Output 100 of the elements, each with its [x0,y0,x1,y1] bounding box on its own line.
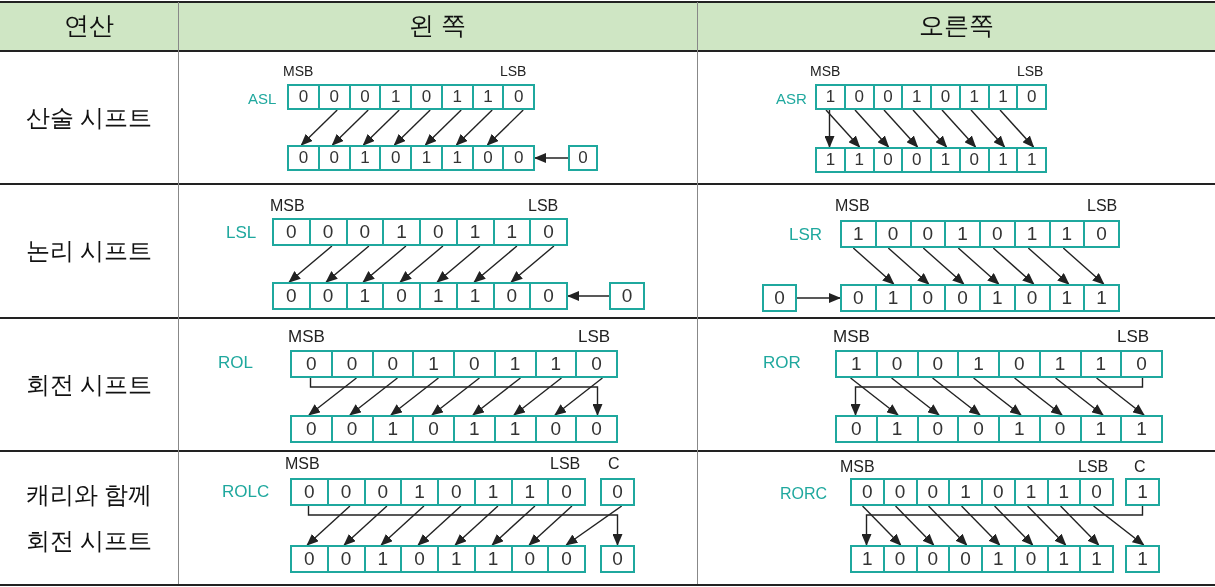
bit-digit: 1 [950,480,983,504]
arrow [894,505,935,546]
bit-digit: 0 [959,417,1000,441]
bit-digit: 0 [292,417,333,441]
bit-register [287,84,535,110]
arrow [890,377,940,416]
bit-digit: 1 [414,352,455,376]
bit-digit: 1 [817,86,846,108]
arrow [343,505,388,546]
arrow [513,377,563,416]
bit-digit: 1 [1090,547,1103,571]
msb-label: MSB [840,459,875,475]
arrow [887,247,930,285]
bit-register [290,415,618,443]
arrow [393,109,431,146]
operation-label: RORC [780,486,828,502]
msb-label: MSB [288,328,325,345]
bit-digit: 0 [1040,417,1082,441]
arrow [288,245,333,283]
bit-digit: 0 [455,352,496,376]
bit-digit: 0 [310,220,348,244]
bit-digit: 1 [495,417,537,441]
bit-register [850,545,1114,573]
bit-digit: 0 [1000,352,1041,376]
arrow [528,505,573,546]
bit-digit: 1 [475,547,513,571]
bit-digit: 1 [1050,286,1086,310]
arrow [922,247,965,285]
arrow [380,505,425,546]
arrow [486,109,524,146]
bit-box: 1 [1125,545,1160,573]
bit-digit: 1 [876,286,912,310]
bit-digit: 1 [402,480,439,504]
arrow [1026,505,1067,546]
bit-digit: 0 [874,149,904,171]
bit-digit: 1 [1050,222,1086,246]
bit-digit: 1 [989,86,1019,108]
bit-digit: 1 [1025,149,1038,171]
arrow [999,109,1035,148]
operation-label: ROR [763,354,801,371]
bit-box: 0 [568,145,598,171]
bit-digit: 1 [455,417,496,441]
bit-digit: 0 [289,86,320,108]
bit-box: 0 [609,282,645,310]
arrow [567,291,610,301]
arrow [510,245,555,283]
arrow [927,505,968,546]
bit-digit: 1 [439,547,476,571]
arrow [960,505,1001,546]
bit-digit: 1 [1135,417,1148,441]
msb-label: MSB [835,198,870,214]
operation-label: ASR [776,91,807,106]
bit-digit: 1 [536,352,578,376]
bit-digit: 0 [884,480,918,504]
column-header: 오른쪽 [917,10,995,42]
bit-digit: 0 [292,352,333,376]
bit-digit: 0 [877,352,919,376]
arrow [565,505,623,546]
bit-digit: 1 [384,220,421,244]
bit-digit: 1 [842,222,877,246]
operation-label: LSL [226,224,257,241]
bit-digit: 0 [590,352,603,376]
bit-digit: 1 [1048,480,1082,504]
bit-digit: 0 [911,286,947,310]
arrow [957,247,1000,285]
bit-digit: 1 [373,417,415,441]
bit-digit: 0 [932,86,961,108]
bit-box: 1 [1125,478,1160,506]
bit-register [840,284,1120,312]
bit-digit: 0 [512,86,525,108]
operation-label: ROL [218,354,253,371]
bit-digit: 0 [319,147,351,169]
arrow [824,109,835,148]
arrow [854,109,890,148]
column-header: 왼 쪽 [408,10,467,42]
arrow [455,109,493,146]
row-header: 캐리와 함께 회전 시프트 [24,480,154,556]
bit-digit: 1 [350,147,382,169]
bit-register [290,350,618,378]
bit-digit: 1 [817,149,846,171]
bit-digit: 1 [1000,417,1041,441]
arrow [390,377,440,416]
bit-digit: 1 [442,147,474,169]
arrow [883,109,919,148]
bit-digit: 0 [946,286,981,310]
bit-digit: 1 [442,86,474,108]
arrow [931,377,981,416]
bit-digit: 0 [1025,86,1038,108]
bit-box: 0 [762,284,797,312]
bit-register [290,545,586,573]
bit-digit: 1 [412,147,443,169]
msb-label: MSB [833,328,870,345]
bit-digit: 1 [983,547,1016,571]
bit-digit: 1 [877,417,919,441]
bit-digit: 1 [903,86,932,108]
operation-label: ROLC [222,483,270,500]
arrow [852,247,895,285]
bit-digit: 0 [332,352,374,376]
carry-label: C [1134,459,1146,475]
bit-digit: 1 [1095,286,1108,310]
